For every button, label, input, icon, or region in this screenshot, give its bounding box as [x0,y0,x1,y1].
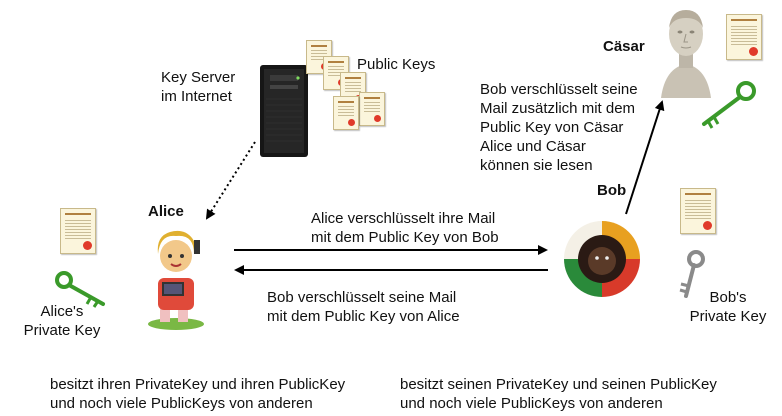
bob-footer-note: besitzt seinen PrivateKey und seinen Pub… [400,376,717,412]
alice-footer-note: besitzt ihren PrivateKey und ihren Publi… [50,376,346,412]
certificate-icon [726,14,762,60]
bob-portrait-icon [564,221,640,297]
green-key-icon [702,81,756,129]
caesar-bust-icon [661,10,711,98]
public-keys-label: Public Keys [357,56,436,73]
grey-key-icon [679,250,705,298]
bob-to-caesar-arrow [625,100,665,215]
alice-private-key-label: Alice's Private Key [23,303,101,339]
certificate-icon [359,92,385,126]
server-tower-icon [260,65,308,157]
bob-to-alice-note: Bob verschlüsselt seine Mail mit dem Pub… [267,289,460,325]
green-key-icon [55,271,105,308]
bob-to-caesar-note: Bob verschlüsselt seine Mail zusätzlich … [480,81,638,174]
bob-private-key-label: Bob's Private Key [689,289,767,325]
caesar-label: Cäsar [603,38,645,55]
certificate-icon [680,188,716,234]
certificate-icon [60,208,96,254]
alice-to-bob-note: Alice verschlüsselt ihre Mail mit dem Pu… [311,210,499,246]
key-server-label: Key Server im Internet [161,69,236,105]
server-to-alice-dotted-arrow [205,141,256,220]
alice-label: Alice [148,203,184,220]
bob-label: Bob [597,182,627,199]
alice-figure-icon [148,230,204,330]
certificate-icon [333,96,359,130]
